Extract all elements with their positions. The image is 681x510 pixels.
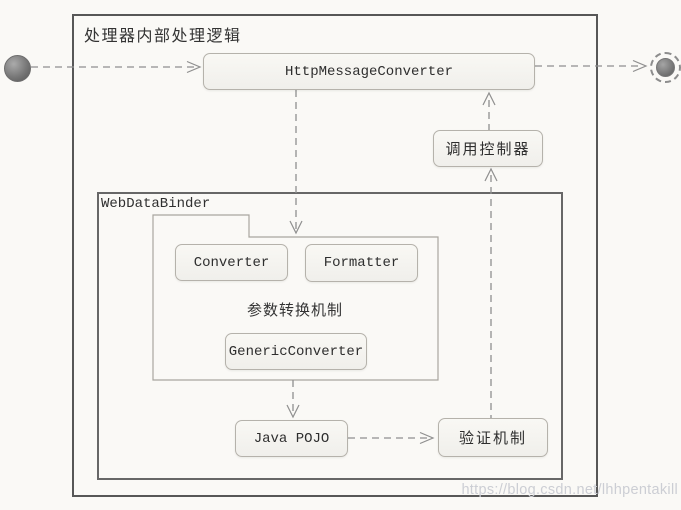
webdatabinder-label: WebDataBinder [101,196,211,212]
watermark: https://blog.csdn.net/lhhpentakill [461,482,678,498]
node-java-pojo: Java POJO [235,420,348,457]
parameter-conversion-label: 参数转换机制 [246,302,343,319]
arrowhead-into-end [632,59,648,73]
node-generic-converter: GenericConverter [225,333,367,370]
start-node [4,55,31,82]
end-node [650,52,681,83]
node-formatter: Formatter [305,244,418,282]
processor-logic-frame [72,14,598,497]
node-converter: Converter [175,244,288,281]
node-http-message-converter: HttpMessageConverter [203,53,535,90]
webdatabinder-frame [97,192,563,480]
node-validation-mechanism: 验证机制 [438,418,548,457]
end-node-core [656,58,675,77]
diagram-title: 处理器内部处理逻辑 [84,28,242,45]
node-call-controller: 调用控制器 [433,130,543,167]
